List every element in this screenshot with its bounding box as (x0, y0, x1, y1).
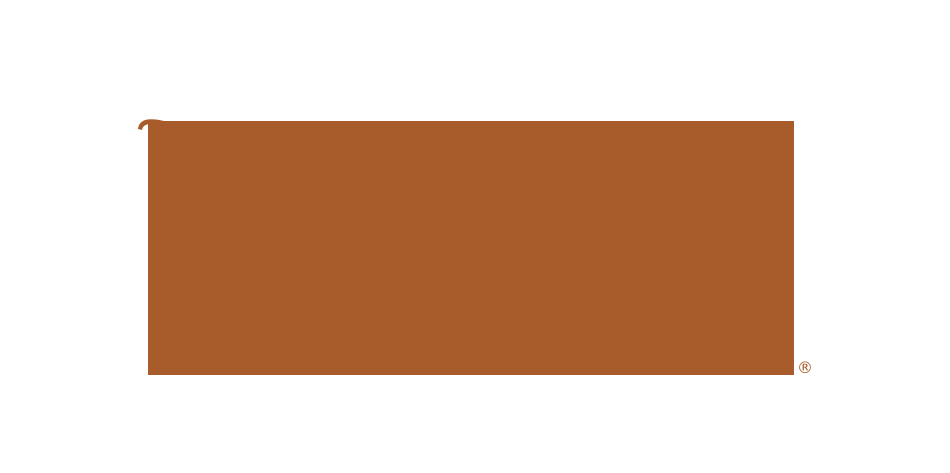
logo-rectangle (148, 121, 794, 375)
logo-curl-icon (138, 119, 164, 130)
registered-trademark-symbol: ® (797, 358, 813, 377)
